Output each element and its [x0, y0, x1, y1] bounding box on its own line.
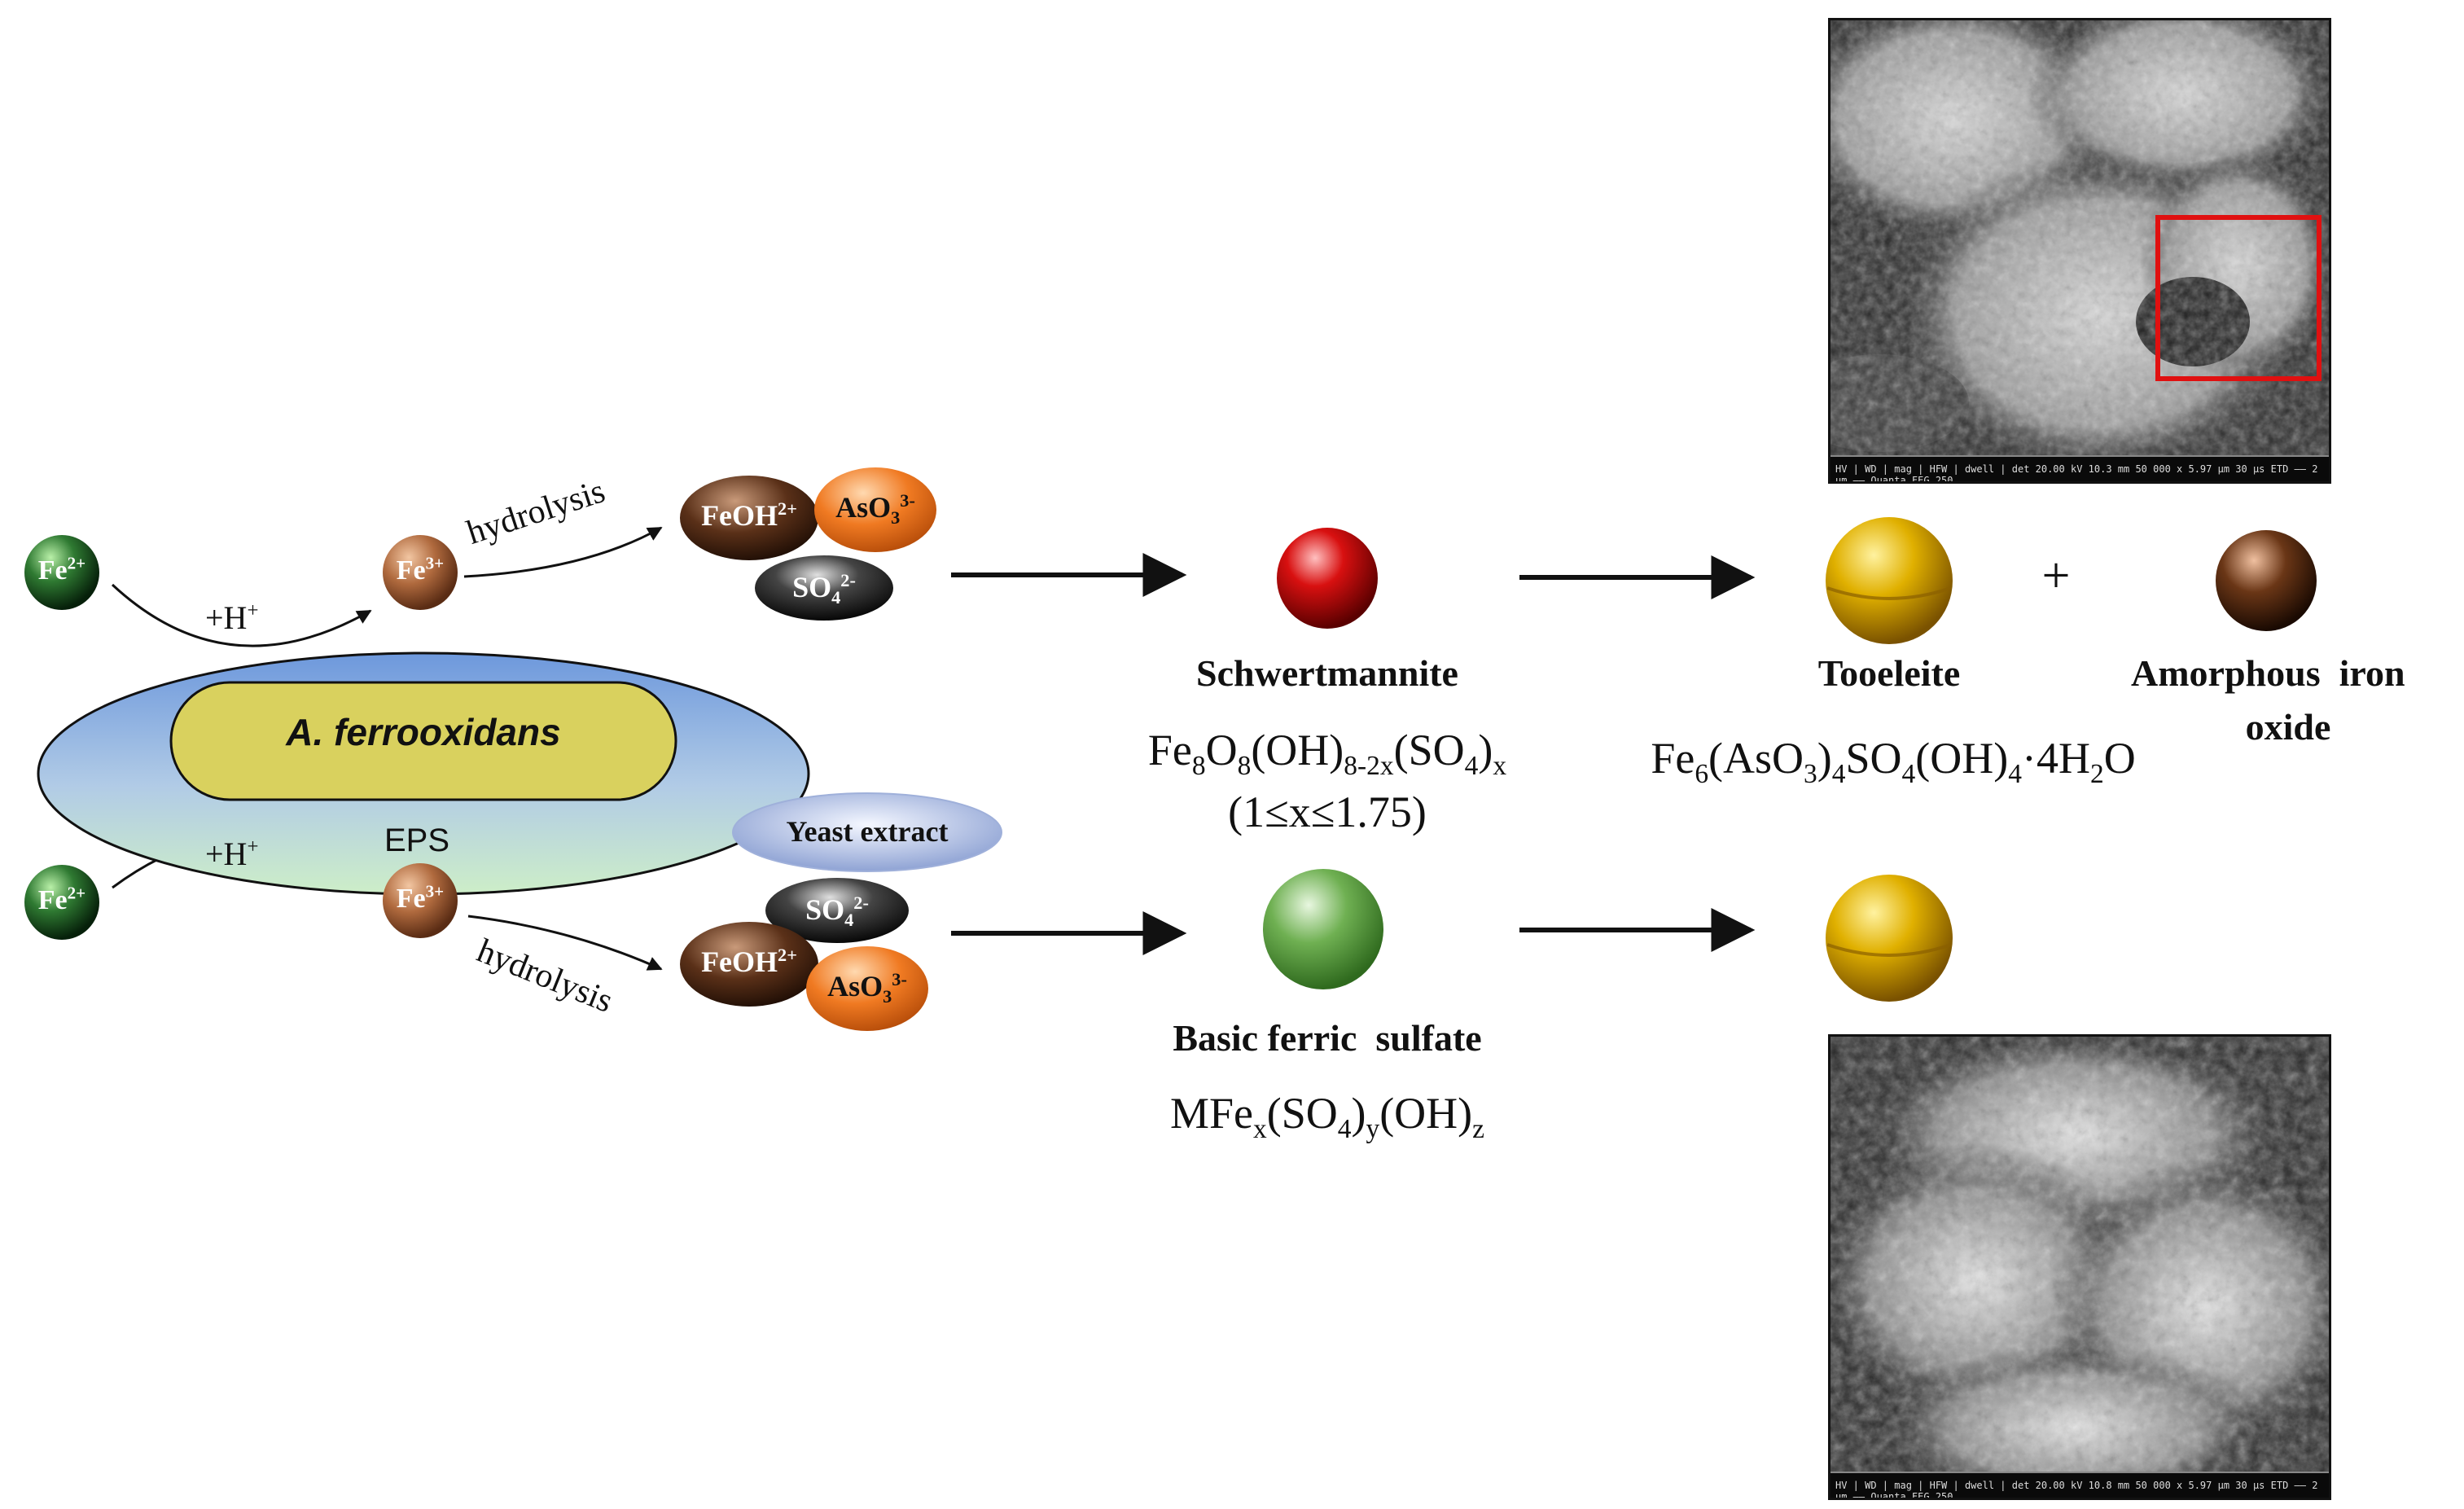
basic-ferric-sulfate-formula: MFex(SO4)y(OH)z	[1083, 1088, 1572, 1143]
formula-part: 4	[2008, 758, 2022, 789]
formula-part: (OH)	[1251, 726, 1344, 774]
aso3-label-bottom: AsO33-	[827, 969, 907, 1007]
formula-part: ·4H	[2021, 734, 2090, 783]
formula-part: Fe	[1651, 734, 1695, 783]
fe2-sphere-top	[24, 535, 99, 610]
curve-arrow-hydrolysis-bottom	[467, 915, 663, 971]
formula-part: )	[1478, 726, 1493, 774]
region-of-interest-box	[2155, 215, 2322, 381]
curve-arrow-hydrolysis-top	[463, 526, 663, 578]
formula-part: (SO	[1266, 1089, 1338, 1138]
formula-part: O	[2103, 734, 2136, 783]
sem-texture-bottom	[1830, 1037, 2329, 1498]
tooeleite-formula: Fe6(AsO3)4SO4(OH)4·4H2O	[1572, 733, 2215, 787]
sem-image-bottom: HV | WD | mag | HFW | dwell | det 20.00 …	[1828, 1034, 2331, 1500]
feoh-ellipse-bottom	[680, 922, 818, 1007]
amorphous-iron-oxide-name-line1: Amorphous iron	[2131, 652, 2405, 694]
schwertmannite-formula: Fe8O8(OH)8-2x(SO4)x	[1059, 725, 1596, 779]
plus-sign: +	[2041, 548, 2071, 603]
basic-ferric-sulfate-sphere	[1263, 869, 1383, 989]
tooeleite-name: Tooeleite	[1817, 652, 1961, 694]
tooeleite-sphere-bottom	[1826, 875, 1953, 1002]
yeast-extract-ellipse	[732, 792, 1002, 872]
formula-part: 3	[1804, 758, 1817, 789]
yeast-extract-label: Yeast extract	[786, 815, 949, 848]
sem-info-bar-top: HV | WD | mag | HFW | dwell | det 20.00 …	[1835, 463, 2318, 484]
formula-part: Fe	[1147, 726, 1192, 774]
so4-label-bottom: SO42-	[805, 893, 869, 931]
fe3-sphere-bottom	[383, 863, 458, 938]
feoh-label-bottom: FeOH2+	[701, 945, 797, 978]
formula-part: )	[1351, 1089, 1366, 1138]
aso3-ellipse-top	[814, 467, 936, 552]
curve-arrow-fe2-fe3-top	[111, 583, 372, 647]
fe3-label-bottom: Fe3+	[396, 881, 445, 914]
formula-part: 4	[1901, 758, 1916, 789]
amorphous-iron-oxide-sphere	[2216, 530, 2317, 631]
formula-part: SO	[1845, 734, 1902, 783]
formula-part: 8	[1191, 750, 1206, 781]
formula-part: 8	[1237, 750, 1252, 781]
formula-part: O	[1205, 726, 1238, 774]
organism-label: A. ferrooxidans	[286, 711, 561, 753]
proton-label-bottom: +H+	[205, 836, 259, 872]
formula-part: 2	[2089, 758, 2104, 789]
tooeleite-band-top	[1826, 586, 1952, 600]
sem-image-top: HV | WD | mag | HFW | dwell | det 20.00 …	[1828, 18, 2331, 484]
formula-part: (AsO	[1708, 734, 1804, 783]
aso3-ellipse-bottom	[806, 946, 928, 1031]
feoh-label-top: FeOH2+	[701, 498, 797, 532]
formula-part: 4	[1337, 1113, 1352, 1144]
schwertmannite-name: Schwertmannite	[1196, 652, 1458, 694]
formula-part: )	[1817, 734, 1832, 783]
formula-part: 6	[1695, 758, 1709, 789]
formula-part: x	[1252, 1113, 1267, 1144]
formula-part: 8-2x	[1344, 750, 1394, 781]
tooeleite-sphere-top	[1826, 517, 1953, 644]
schwertmannite-condition: (1≤x≤1.75)	[1228, 787, 1427, 836]
so4-label-top: SO42-	[792, 570, 856, 608]
formula-part: x	[1493, 750, 1507, 781]
proton-label-top: +H+	[205, 599, 259, 636]
eps-label: EPS	[384, 822, 450, 858]
aso3-label-top: AsO33-	[835, 490, 915, 529]
fe2-label-top: Fe2+	[37, 553, 86, 586]
formula-part: y	[1366, 1113, 1380, 1144]
fe3-sphere-top	[383, 535, 458, 610]
formula-part: (SO	[1393, 726, 1465, 774]
tooeleite-band-bottom	[1826, 943, 1952, 957]
amorphous-iron-oxide-name-line2: oxide	[2245, 706, 2331, 748]
basic-ferric-sulfate-name: Basic ferric sulfate	[1173, 1017, 1482, 1059]
formula-part: (OH)	[1379, 1089, 1473, 1138]
schwertmannite-sphere	[1277, 528, 1378, 629]
formula-part: 4	[1464, 750, 1479, 781]
fe2-sphere-bottom	[24, 865, 99, 940]
so4-ellipse-bottom	[765, 878, 909, 943]
formula-part: (OH)	[1915, 734, 2009, 783]
fe2-label-bottom: Fe2+	[37, 883, 86, 915]
formula-part: z	[1472, 1113, 1485, 1144]
sem-info-bar-bottom: HV | WD | mag | HFW | dwell | det 20.00 …	[1835, 1480, 2318, 1500]
sem-texture-top	[1830, 20, 2329, 481]
formula-part: MFe	[1169, 1089, 1253, 1138]
formula-part: 4	[1831, 758, 1846, 789]
so4-ellipse-top	[755, 555, 893, 621]
feoh-ellipse-top	[680, 476, 818, 560]
organism-body	[169, 681, 677, 801]
fe3-label-top: Fe3+	[396, 553, 445, 586]
